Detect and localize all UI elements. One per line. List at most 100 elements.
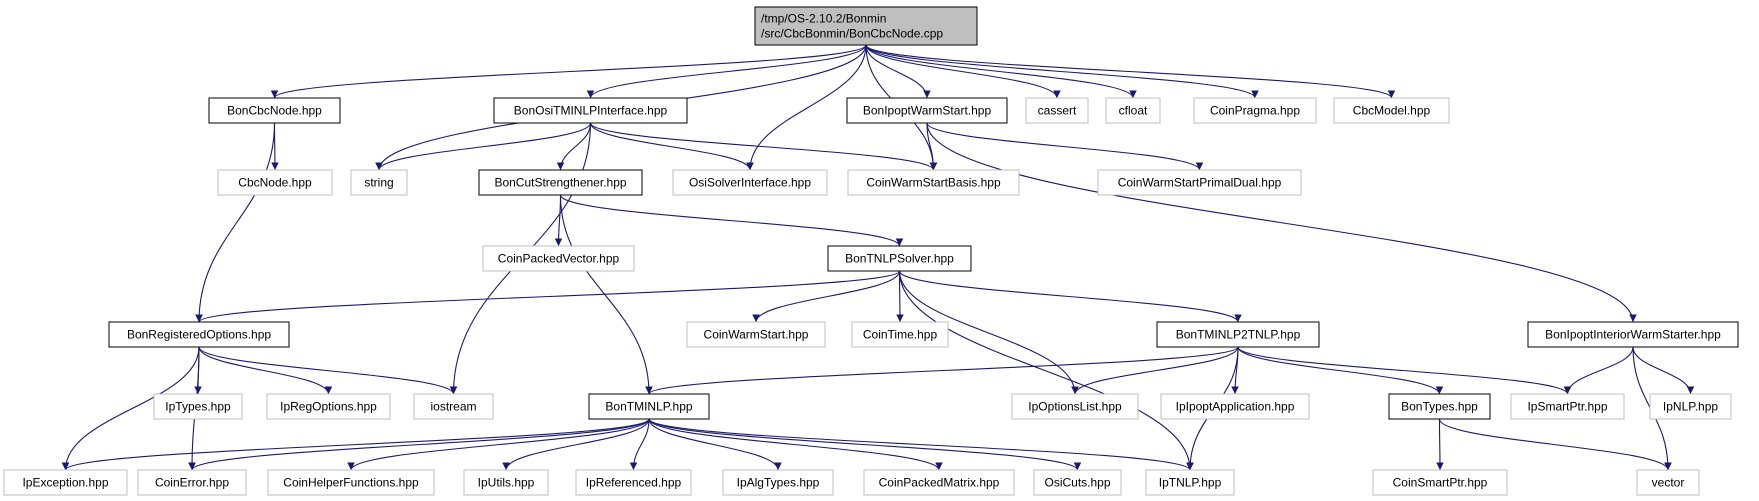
edge-root-to-coinpragma: [865, 44, 1259, 99]
node-label: IpReferenced.hpp: [586, 476, 682, 490]
edge-bontminlp-to-osicuts: [648, 418, 1082, 471]
node-box: [1160, 393, 1310, 420]
node-label: CoinPackedVector.hpp: [498, 252, 620, 266]
node-bontminlp2tnlp[interactable]: BonTMINLP2TNLP.hpp: [1156, 321, 1320, 348]
node-box: [266, 393, 391, 420]
node-coinerror: CoinError.hpp: [137, 469, 247, 496]
node-ipregopts: IpRegOptions.hpp: [266, 393, 391, 420]
edge-bontminlp-to-ipalgtypes: [648, 418, 782, 471]
node-box: [1193, 97, 1317, 124]
node-root[interactable]: /tmp/OS-2.10.2/Bonmin/src/CbcBonmin/BonC…: [754, 6, 978, 46]
node-box: [208, 97, 341, 124]
node-label: BonTMINLP.hpp: [605, 400, 692, 414]
node-coinsmartptr: CoinSmartPtr.hpp: [1372, 469, 1508, 496]
node-coinhelper: CoinHelperFunctions.hpp: [267, 469, 435, 496]
edge-root-to-cbcmodel: [865, 44, 1396, 99]
node-label: OsiSolverInterface.hpp: [689, 176, 811, 190]
node-bontypes[interactable]: BonTypes.hpp: [1388, 393, 1491, 420]
node-ipnlp: IpNLP.hpp: [1649, 393, 1732, 420]
edge-bontminlp2tnlp-to-bontminlp: [645, 346, 1239, 395]
node-label: string: [364, 176, 393, 190]
node-box: [686, 321, 826, 348]
node-ipsmartptr: IpSmartPtr.hpp: [1510, 393, 1625, 420]
node-label: IpUtils.hpp: [478, 476, 535, 490]
node-label: BonTypes.hpp: [1401, 400, 1478, 414]
node-cfloat: cfloat: [1105, 97, 1161, 124]
node-label: CoinWarmStartPrimalDual.hpp: [1118, 176, 1282, 190]
edge-bontypes-to-coinsmartptr: [1436, 418, 1444, 471]
node-label: CoinWarmStart.hpp: [704, 328, 809, 342]
node-bontminlp[interactable]: BonTMINLP.hpp: [588, 393, 710, 420]
node-label: OsiCuts.hpp: [1044, 476, 1110, 490]
node-iputils: IpUtils.hpp: [463, 469, 549, 496]
node-bonipoptiws[interactable]: BonIpoptInteriorWarmStarter.hpp: [1527, 321, 1739, 348]
node-label: CoinPragma.hpp: [1210, 104, 1300, 118]
node-box: [413, 393, 494, 420]
node-coinwarmstart: CoinWarmStart.hpp: [686, 321, 826, 348]
node-ipalgtypes: IpAlgTypes.hpp: [722, 469, 834, 496]
node-box: [350, 169, 408, 196]
edge-bontminlp-to-coinhelper: [347, 418, 650, 471]
edge-root-to-cassert: [865, 44, 1061, 99]
node-box: [1145, 469, 1235, 496]
node-box: [1649, 393, 1732, 420]
node-cassert: cassert: [1025, 97, 1089, 124]
node-box: [588, 393, 710, 420]
node-box: [827, 245, 972, 272]
node-iptypes: IpTypes.hpp: [153, 393, 243, 420]
node-box: [1025, 97, 1089, 124]
edge-bonositmi-to-osisolverif: [589, 122, 754, 171]
node-box: [153, 393, 243, 420]
node-box: [1097, 169, 1302, 196]
node-label: BonTNLPSolver.hpp: [845, 252, 954, 266]
node-coinwsbasis: CoinWarmStartBasis.hpp: [847, 169, 1020, 196]
edge-bontypes-to-vector: [1438, 418, 1672, 471]
node-osicuts: OsiCuts.hpp: [1033, 469, 1122, 496]
node-label: vector: [1652, 476, 1685, 490]
node-box: [478, 169, 643, 196]
node-boncbcnode_hpp[interactable]: BonCbcNode.hpp: [208, 97, 341, 124]
node-box: [863, 469, 1015, 496]
edge-bontnlpsolver-to-bonregopts: [195, 270, 901, 323]
edge-bontminlp-to-ipreferenced: [629, 418, 650, 471]
node-label: /tmp/OS-2.10.2/Bonmin: [761, 12, 886, 26]
node-iostream: iostream: [413, 393, 494, 420]
node-box: [137, 469, 247, 496]
node-box: [754, 6, 978, 46]
node-label: BonTMINLP2TNLP.hpp: [1176, 328, 1301, 342]
edge-bontnlpsolver-to-iptnlp: [898, 270, 1194, 471]
node-boncutstr[interactable]: BonCutStrengthener.hpp: [478, 169, 643, 196]
node-box: [1510, 393, 1625, 420]
node-bonregopts[interactable]: BonRegisteredOptions.hpp: [108, 321, 290, 348]
node-coinwsprimal: CoinWarmStartPrimalDual.hpp: [1097, 169, 1302, 196]
node-box: [217, 169, 333, 196]
node-coinpragma: CoinPragma.hpp: [1193, 97, 1317, 124]
node-box: [847, 169, 1020, 196]
edge-bonipoptiws-to-ipsmartptr: [1563, 346, 1634, 395]
edge-bonositmi-to-coinwsbasis: [589, 122, 938, 171]
edge-root-to-boncbcnode_hpp: [270, 44, 867, 99]
edge-boncutstr-to-bontnlpsolver: [559, 194, 904, 247]
node-bonipoptwarm[interactable]: BonIpoptWarmStart.hpp: [846, 97, 1008, 124]
node-label: cfloat: [1119, 104, 1148, 118]
node-ipreferenced: IpReferenced.hpp: [575, 469, 692, 496]
node-label: IpTypes.hpp: [165, 400, 231, 414]
node-ipexception: IpException.hpp: [3, 469, 128, 496]
edge-bonositmi-to-string: [375, 122, 592, 171]
node-box: [1011, 393, 1139, 420]
node-box: [722, 469, 834, 496]
node-label: IpNLP.hpp: [1663, 400, 1718, 414]
node-bontnlpsolver[interactable]: BonTNLPSolver.hpp: [827, 245, 972, 272]
edge-bonregopts-to-ipregopts: [198, 346, 333, 395]
node-bonositmi[interactable]: BonOsiTMINLPInterface.hpp: [493, 97, 688, 124]
node-box: [1105, 97, 1161, 124]
node-label: BonRegisteredOptions.hpp: [127, 328, 271, 342]
edge-bontminlp-to-coinpackedmat: [648, 418, 943, 471]
edge-bontminlp2tnlp-to-ipoptionslist: [1071, 346, 1239, 395]
node-box: [108, 321, 290, 348]
node-osisolverif: OsiSolverInterface.hpp: [672, 169, 828, 196]
node-label: CoinTime.hpp: [863, 328, 938, 342]
node-label: CoinHelperFunctions.hpp: [283, 476, 419, 490]
node-cbcnode: CbcNode.hpp: [217, 169, 333, 196]
